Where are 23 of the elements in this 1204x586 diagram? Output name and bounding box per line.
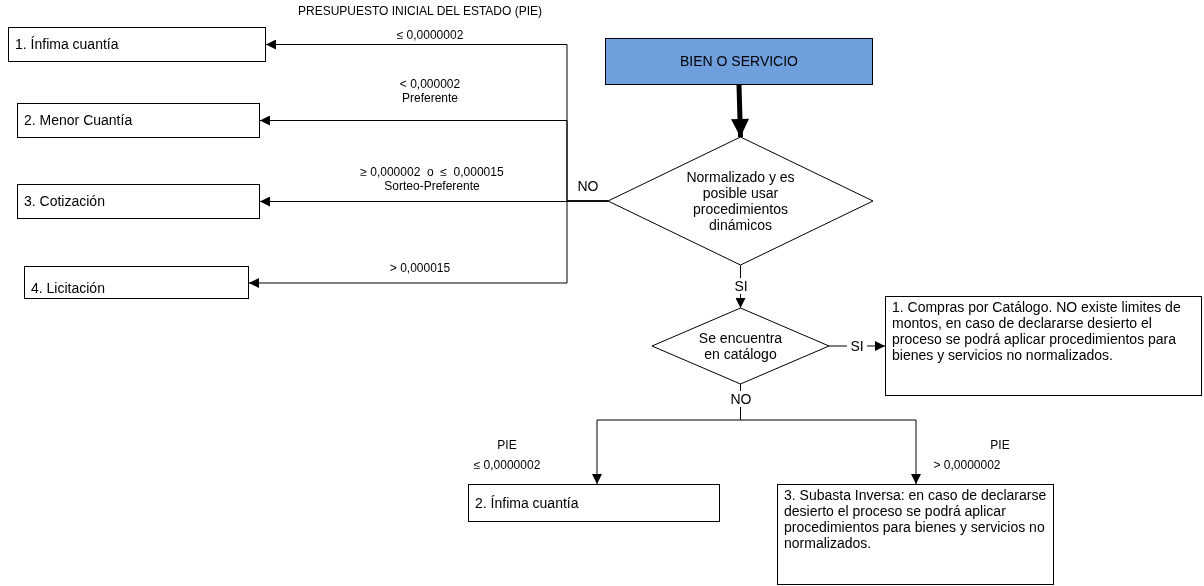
arrow xyxy=(731,84,749,138)
edge-label: > 0,000015 xyxy=(388,262,452,276)
process-box: 3. Subasta Inversa: en caso de declararse desierto el proceso se podrá aplicar procedimientos para bienes y servicios no normalizados. xyxy=(777,484,1054,585)
decision-diamond: Se encuentra en catálogo xyxy=(652,308,829,384)
edge-label: > 0,0000002 xyxy=(932,459,1002,473)
process-box: BIEN O SERVICIO xyxy=(605,38,873,85)
flow-label: PIE xyxy=(496,439,518,453)
flow-label: NO xyxy=(576,178,600,195)
edge-label: ≥ 0,000002 o ≤ 0,000015 Sorteo-Preferente xyxy=(359,166,505,194)
heading: PRESUPUESTO INICIAL DEL ESTADO (PIE) xyxy=(296,5,544,19)
edge-label: < 0,000002 Preferente xyxy=(398,78,462,106)
flow-label: PIE xyxy=(989,439,1011,453)
flow-label: NO xyxy=(728,391,754,408)
process-box: 4. Licitación xyxy=(24,266,249,299)
decision-diamond: Normalizado y es posible usar procedimientos dinámicos xyxy=(608,137,873,265)
process-box: 1. Compras por Catálogo. NO existe limites de montos, en caso de declararse desierto el proceso se podrá aplicar procedimientos para bienes y servicios no normalizados. xyxy=(885,296,1202,396)
edge-label: ≤ 0,0000002 xyxy=(472,459,542,473)
process-box: 1. Ínfima cuantía xyxy=(8,27,266,62)
process-box: 3. Cotización xyxy=(17,184,260,219)
edge-label: ≤ 0,0000002 xyxy=(395,29,465,43)
process-box: 2. Ínfima cuantía xyxy=(468,484,720,522)
process-box: 2. Menor Cuantía xyxy=(17,103,260,138)
arrow xyxy=(248,200,609,288)
